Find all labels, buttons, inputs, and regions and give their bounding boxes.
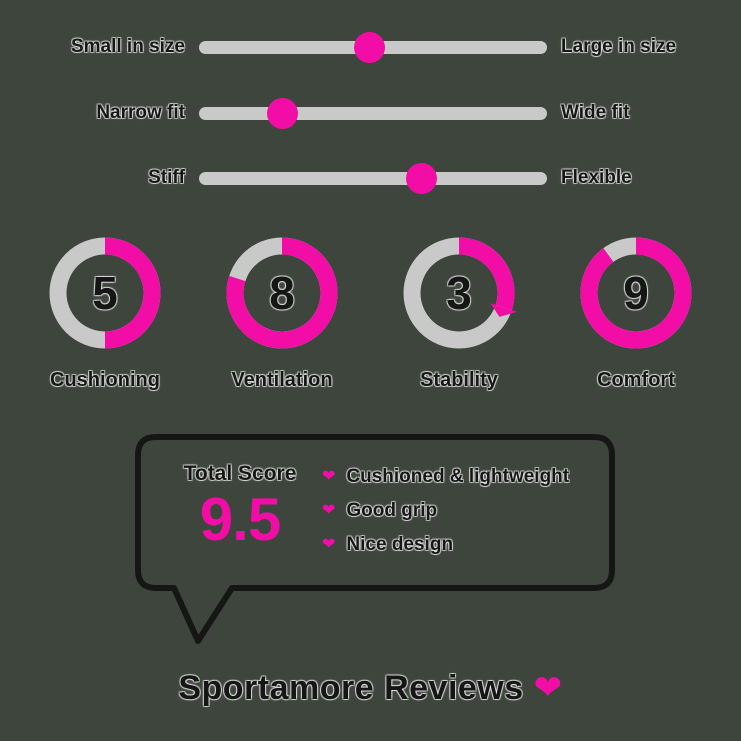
highlight-text: Nice design bbox=[346, 534, 454, 555]
gauge-comfort: 9 Comfort bbox=[571, 233, 701, 392]
gauge-ring-ventilation bbox=[226, 237, 338, 349]
slider-fit-left-label: Narrow fit bbox=[96, 102, 185, 123]
total-score-value: 9.5 bbox=[199, 486, 281, 553]
slider-size-handle[interactable] bbox=[354, 31, 386, 63]
gauge-stability: 3 Stability bbox=[394, 233, 524, 392]
slider-size-right-label: Large in size bbox=[561, 36, 677, 57]
gauge-cushioning: 5 Cushioning bbox=[40, 233, 170, 392]
highlight-item: ❤ Cushioned & lightweight bbox=[322, 466, 569, 488]
heart-icon: ❤ bbox=[322, 536, 336, 553]
speech-bubble bbox=[135, 434, 615, 644]
slider-fit-right-label: Wide fit bbox=[561, 102, 630, 123]
total-score-label: Total Score bbox=[183, 462, 297, 485]
highlight-text: Good grip bbox=[346, 500, 438, 521]
slider-flex-track[interactable] bbox=[199, 162, 547, 194]
heart-icon: ❤ bbox=[322, 502, 336, 519]
slider-row-size: Small in size Large in size bbox=[45, 30, 701, 64]
speech-bubble-outline bbox=[135, 434, 615, 644]
slider-flex-handle[interactable] bbox=[406, 162, 438, 194]
slider-flex-left-label: Stiff bbox=[148, 167, 185, 188]
heart-icon: ❤ bbox=[322, 468, 336, 485]
gauge-label-cushioning: Cushioning bbox=[50, 369, 160, 391]
gauge-ring-comfort bbox=[580, 237, 692, 349]
gauge-value-comfort: 9 bbox=[623, 267, 649, 319]
gauge-value-ventilation: 8 bbox=[269, 267, 295, 319]
slider-fit-handle[interactable] bbox=[267, 97, 299, 129]
gauge-label-ventilation: Ventilation bbox=[231, 369, 333, 391]
slider-row-flex: Stiff Flexible bbox=[45, 161, 701, 195]
gauge-arrow-tip bbox=[490, 303, 518, 317]
gauge-value-cushioning: 5 bbox=[92, 267, 118, 319]
gauge-label-stability: Stability bbox=[420, 369, 498, 391]
gauge-row: 5 Cushioning 8 Ventilation 3 Stability bbox=[40, 233, 701, 392]
footer-heart-icon: ❤ bbox=[533, 669, 563, 707]
gauge-ventilation: 8 Ventilation bbox=[217, 233, 347, 392]
slider-size-track[interactable] bbox=[199, 31, 547, 63]
review-highlights: ❤ Cushioned & lightweight ❤ Good grip ❤ … bbox=[322, 466, 569, 568]
slider-size-left-label: Small in size bbox=[70, 36, 185, 57]
slider-fit-track[interactable] bbox=[199, 97, 547, 129]
slider-row-fit: Narrow fit Wide fit bbox=[45, 96, 701, 130]
total-score-block: Total Score 9.5 bbox=[165, 462, 315, 550]
highlight-item: ❤ Good grip bbox=[322, 500, 569, 522]
footer-title-row: Sportamore Reviews❤ bbox=[0, 668, 741, 708]
highlight-item: ❤ Nice design bbox=[322, 534, 569, 556]
gauge-value-stability: 3 bbox=[446, 267, 472, 319]
gauge-ring-cushioning bbox=[49, 237, 161, 349]
slider-flex-right-label: Flexible bbox=[561, 167, 632, 188]
footer-title: Sportamore Reviews bbox=[178, 669, 524, 707]
gauge-label-comfort: Comfort bbox=[597, 369, 675, 391]
gauge-ring-stability bbox=[403, 237, 518, 349]
highlight-text: Cushioned & lightweight bbox=[346, 466, 570, 487]
